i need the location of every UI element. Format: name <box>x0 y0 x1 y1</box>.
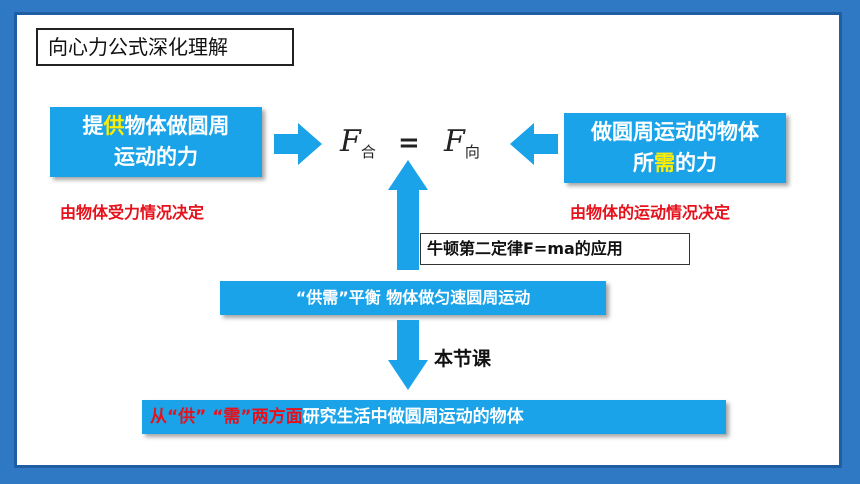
supply-line-2: 运动的力 <box>114 145 198 169</box>
equals-sign: = <box>398 128 420 158</box>
demand-line-2: 所需的力 <box>564 148 786 179</box>
supply-post: 物体做圆周 <box>124 114 230 138</box>
newton-law-label: 牛顿第二定律F=ma的应用 <box>420 233 690 265</box>
demand-line-1: 做圆周运动的物体 <box>591 120 759 144</box>
supply-force-box: 提供物体做圆周 运动的力 <box>50 107 262 177</box>
demand-highlight: 需 <box>654 151 675 175</box>
summary-red-part: 从“供” “需”两方面 <box>150 407 303 427</box>
supply-line-1: 提供物体做圆周 <box>50 111 262 142</box>
net-force-letter: F <box>340 124 361 159</box>
centripetal-force-symbol: F向 <box>444 124 480 162</box>
lesson-summary-bar: 从“供” “需”两方面研究生活中做圆周运动的物体 <box>142 400 726 434</box>
demand-note: 由物体的运动情况决定 <box>570 203 731 222</box>
centripetal-force-subscript: 向 <box>464 143 480 161</box>
net-force-subscript: 合 <box>360 143 376 161</box>
up-arrow-icon <box>388 160 428 270</box>
supply-note: 由物体受力情况决定 <box>60 203 205 222</box>
right-arrow-icon <box>274 123 322 165</box>
summary-rest: 研究生活中做圆周运动的物体 <box>302 407 524 427</box>
net-force-symbol: F合 <box>340 124 376 162</box>
demand-post: 的力 <box>675 151 717 175</box>
centripetal-force-letter: F <box>444 124 465 159</box>
supply-highlight: 供 <box>103 114 125 138</box>
down-arrow-icon <box>388 320 428 390</box>
supply-pre: 提 <box>82 114 104 138</box>
supply-demand-balance-box: “供需”平衡 物体做匀速圆周运动 <box>220 281 606 315</box>
this-lesson-label: 本节课 <box>434 348 492 370</box>
slide-title: 向心力公式深化理解 <box>36 28 294 66</box>
demand-force-box: 做圆周运动的物体 所需的力 <box>564 113 786 183</box>
demand-pre: 所 <box>633 151 654 175</box>
left-arrow-icon <box>510 123 558 165</box>
